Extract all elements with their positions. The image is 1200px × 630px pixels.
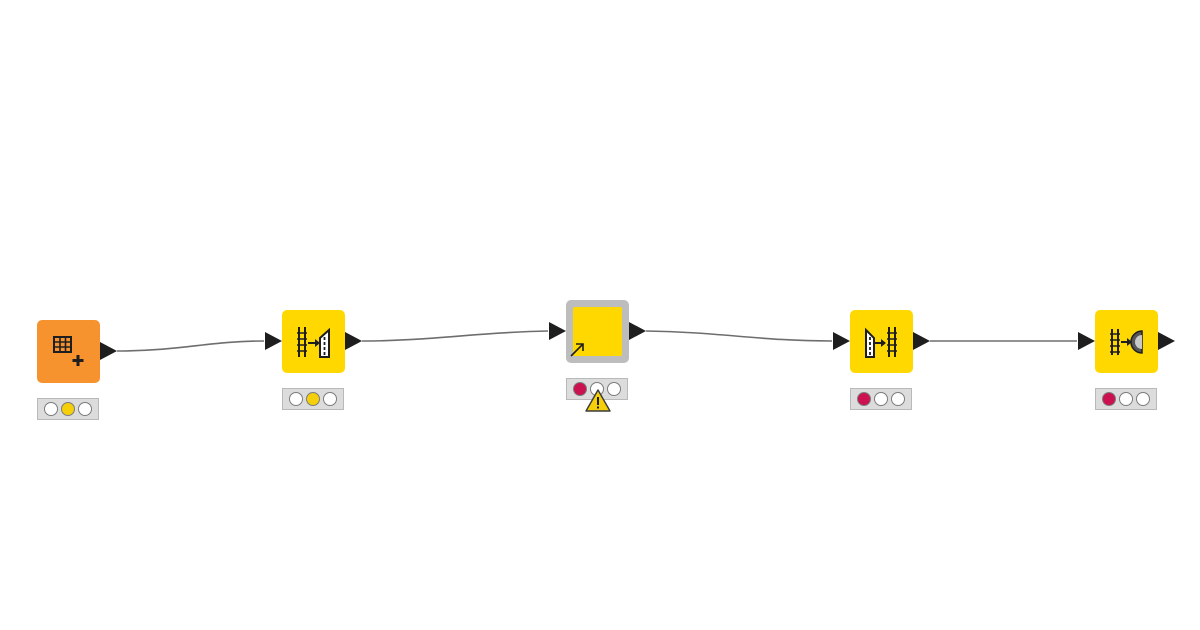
table-creator-node[interactable] — [37, 320, 100, 383]
status-light-green — [78, 402, 92, 416]
status-light-yellow — [1119, 392, 1133, 406]
table-creator-status-lights — [37, 398, 99, 420]
table-plus-icon — [53, 336, 84, 366]
column-splitter-status-lights — [850, 388, 912, 410]
component-input-port[interactable] — [549, 322, 566, 340]
column-filter-input-port[interactable] — [265, 332, 282, 350]
column-merge-icon — [1110, 329, 1143, 355]
column-splitter-node[interactable] — [850, 310, 913, 373]
status-light-red — [289, 392, 303, 406]
connection-2-3[interactable] — [361, 330, 549, 342]
column-filter-status-lights — [282, 388, 344, 410]
column-filter-node[interactable] — [282, 310, 345, 373]
column-split-icon — [865, 327, 897, 358]
column-filter-icon — [297, 327, 330, 358]
column-filter-output-port[interactable] — [345, 332, 362, 350]
column-merger-node[interactable] — [1095, 310, 1158, 373]
warning-icon[interactable] — [585, 389, 611, 413]
status-light-red — [857, 392, 871, 406]
status-light-green — [323, 392, 337, 406]
status-light-red — [1102, 392, 1116, 406]
status-light-red — [44, 402, 58, 416]
component-link-icon — [570, 343, 584, 357]
component-output-port[interactable] — [629, 322, 646, 340]
status-light-yellow — [61, 402, 75, 416]
status-light-green — [891, 392, 905, 406]
column-splitter-output-port[interactable] — [913, 332, 930, 350]
status-light-yellow — [306, 392, 320, 406]
column-splitter-input-port[interactable] — [833, 332, 850, 350]
column-merger-input-port[interactable] — [1078, 332, 1095, 350]
connection-3-4[interactable] — [645, 330, 833, 342]
column-merger-status-lights — [1095, 388, 1157, 410]
status-light-red — [573, 382, 587, 396]
component-inner — [573, 307, 622, 356]
component-node[interactable] — [566, 300, 629, 363]
connection-1-2[interactable] — [116, 340, 265, 352]
table-creator-output-port[interactable] — [100, 342, 117, 360]
status-light-green — [1136, 392, 1150, 406]
column-merger-output-port[interactable] — [1158, 332, 1175, 350]
status-light-green — [607, 382, 621, 396]
status-light-yellow — [874, 392, 888, 406]
